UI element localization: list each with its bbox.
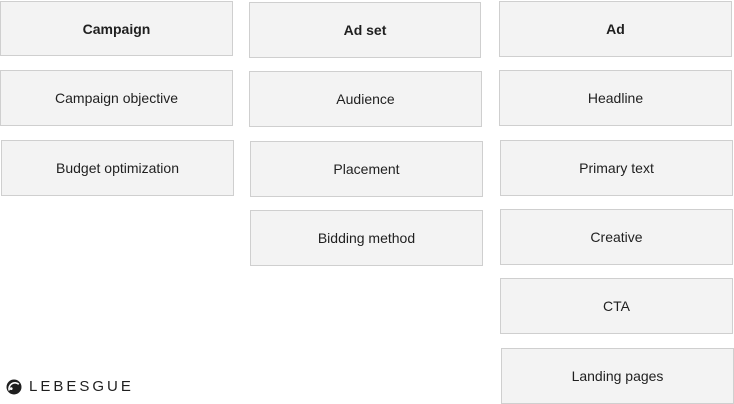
lebesgue-logo-icon xyxy=(6,379,22,394)
ad-item-label: CTA xyxy=(603,298,630,314)
ad-item-label: Primary text xyxy=(579,160,654,176)
ad-set-header-label: Ad set xyxy=(343,22,387,38)
ad-item-label: Landing pages xyxy=(571,368,664,384)
logo-wordmark: LEBESGUE xyxy=(29,378,134,395)
ad-item-cta: CTA xyxy=(500,278,733,334)
campaign-header-label: Campaign xyxy=(82,20,151,37)
ad-column-header: Ad xyxy=(499,1,732,57)
ad-item-primary-text: Primary text xyxy=(500,140,733,196)
ad-set-item-label: Audience xyxy=(336,91,395,107)
campaign-item-label: Campaign objective xyxy=(55,90,178,106)
ad-header-label: Ad xyxy=(606,21,625,37)
campaign-item-budget-optimization: Budget optimization xyxy=(1,140,234,196)
ad-set-item-bidding-method: Bidding method xyxy=(250,210,483,266)
campaign-item-label: Budget optimization xyxy=(56,160,179,176)
ad-set-item-placement: Placement xyxy=(250,141,483,197)
ad-item-landing-pages: Landing pages xyxy=(501,348,734,404)
ad-set-item-audience: Audience xyxy=(249,71,482,127)
ad-item-headline: Headline xyxy=(499,70,732,126)
ad-set-column-header: Ad set xyxy=(249,2,481,58)
ad-item-creative: Creative xyxy=(500,209,733,265)
campaign-item-objective: Campaign objective xyxy=(0,70,233,126)
ad-set-item-label: Bidding method xyxy=(317,230,416,246)
brand-logo: LEBESGUE xyxy=(6,378,134,395)
ad-item-label: Creative xyxy=(590,229,643,245)
campaign-column-header: Campaign xyxy=(0,1,233,56)
ad-item-label: Headline xyxy=(587,90,644,106)
ad-set-item-label: Placement xyxy=(333,161,400,177)
